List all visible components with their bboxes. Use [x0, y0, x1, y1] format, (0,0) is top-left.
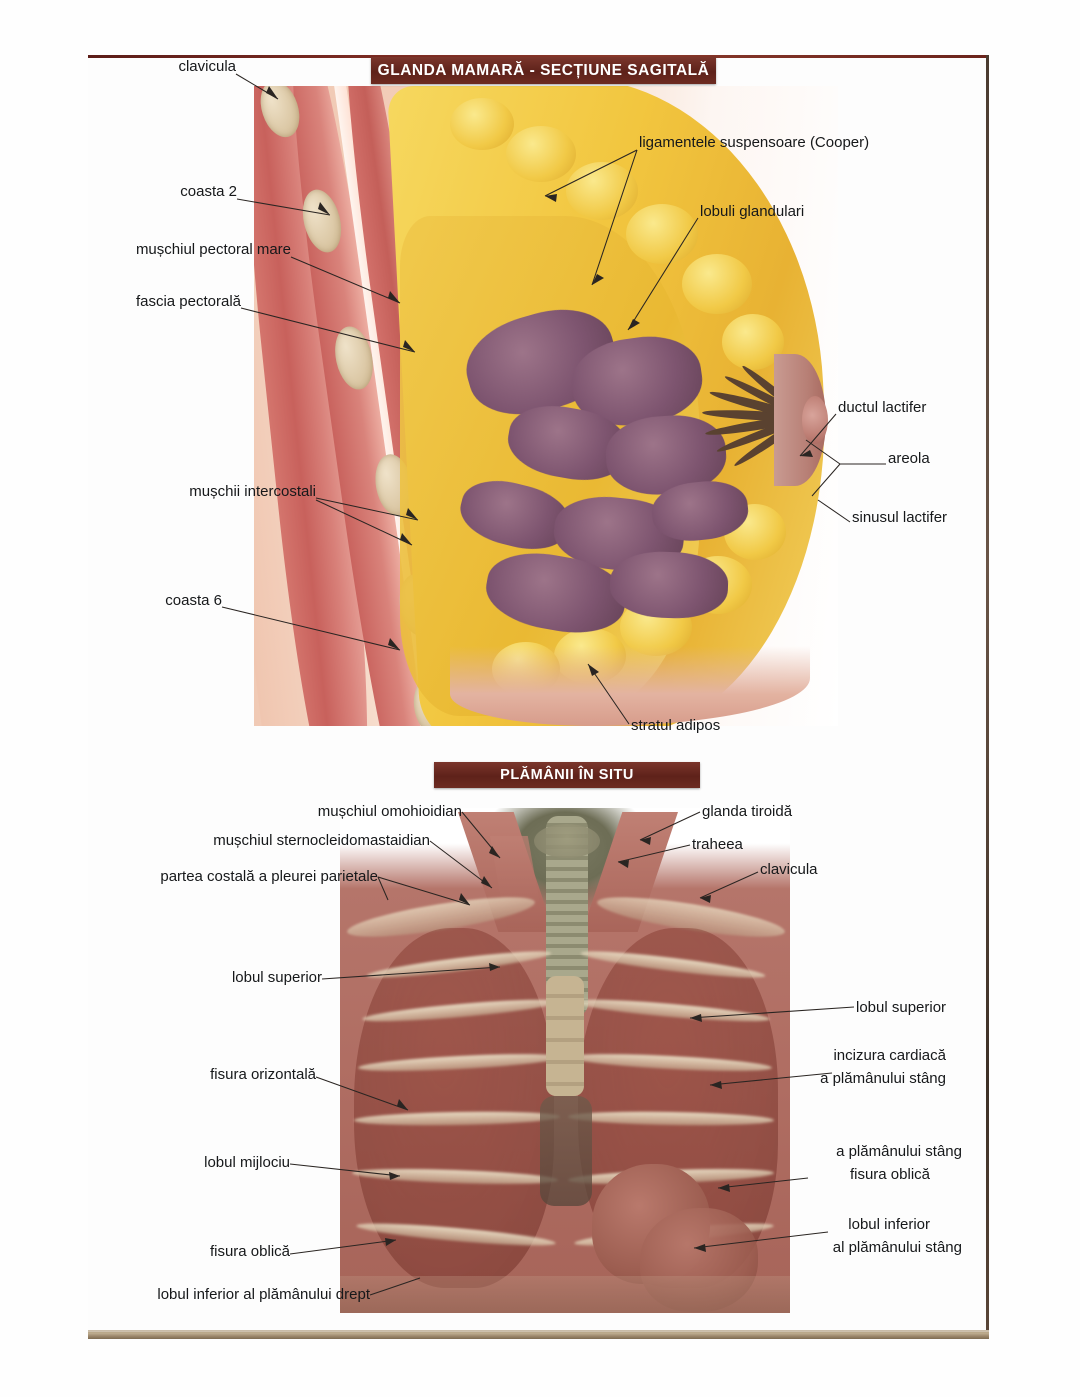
label-sternocleidomastaidian: mușchiul sternocleidomastaidian [213, 832, 430, 849]
label-fascia-pectorala: fascia pectorală [135, 293, 241, 310]
fat-lobule [566, 162, 638, 220]
nipple [802, 396, 828, 444]
figure1-title-banner: GLANDA MAMARĂ - SECȚIUNE SAGITALĂ [371, 57, 716, 84]
fat-lobule [450, 98, 514, 150]
label-lobuli-glandulari: lobuli glandulari [700, 203, 805, 220]
label-muschii-intercostali: mușchii intercostali [189, 483, 316, 500]
fat-lobule [722, 314, 784, 370]
label-incizura-cardiaca: incizura cardiacă [833, 1047, 946, 1064]
thyroid-gland [534, 824, 600, 858]
label-traheea: traheea [692, 836, 743, 853]
label-lobul-superior-stang: lobul superior [856, 999, 947, 1016]
fat-lobule [506, 126, 576, 182]
label-clavicula-2: clavicula [760, 861, 818, 878]
page-edge-right [986, 55, 989, 1337]
label-sinusul-lactifer: sinusul lactifer [852, 509, 948, 526]
label-pleura-parietala: partea costală a pleurei parietale [160, 868, 378, 885]
label-incizura-plaman-stang: a plămânului stâng [820, 1070, 946, 1087]
fat-lobule [682, 254, 752, 314]
label-fisura-oblica-stanga: fisura oblică [849, 1166, 930, 1183]
fat-lobule [626, 204, 698, 264]
label-fisura-orizontala: fisura orizontală [210, 1066, 316, 1083]
mediastinum-shadow [540, 1096, 592, 1206]
label-ligamente-cooper: ligamentele suspensoare (Cooper) [639, 134, 870, 151]
label-clavicula: clavicula [178, 58, 236, 75]
label-ductul-lactifer: ductul lactifer [838, 399, 927, 416]
label-lobul-inferior: lobul inferior [848, 1216, 930, 1233]
label-coasta-2: coasta 2 [180, 183, 237, 200]
label-coasta-6: coasta 6 [165, 592, 222, 609]
label-glanda-tiroida: glanda tiroidă [702, 803, 793, 820]
label-lobul-inferior-plaman-stang: al plămânului stâng [832, 1239, 962, 1256]
glandular-lobule-mass [608, 549, 730, 621]
label-fisura-oblica-dreapta: fisura oblică [209, 1243, 290, 1260]
breast-sagittal-illustration [254, 86, 838, 726]
label-lobul-mijlociu: lobul mijlociu [204, 1154, 290, 1171]
label-fisura-oblica-plaman-stang: a plămânului stâng [836, 1143, 962, 1160]
figure2-title-banner: PLĂMÂNII ÎN SITU [434, 762, 700, 788]
diaphragm-line [340, 1276, 790, 1313]
label-lobul-inferior-drept: lobul inferior al plămânului drept [157, 1286, 370, 1303]
label-lobul-superior-drept: lobul superior [231, 969, 322, 986]
sternum [546, 976, 584, 1096]
label-areola: areola [888, 450, 930, 467]
page-edge-top [88, 55, 988, 58]
label-omohioidian: mușchiul omohioidian [317, 803, 462, 820]
label-stratul-adipos: stratul adipos [631, 717, 721, 734]
label-pectoral-mare: mușchiul pectoral mare [135, 241, 291, 258]
page-edge-bottom [88, 1330, 989, 1339]
